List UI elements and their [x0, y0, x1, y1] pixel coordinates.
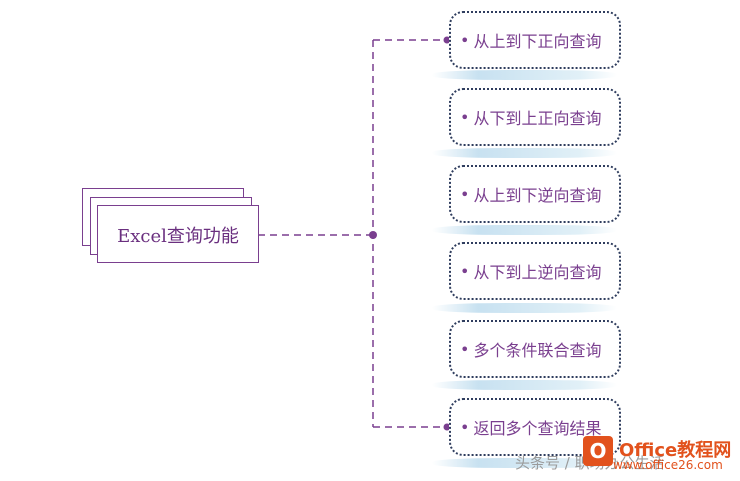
- bullet: •: [460, 417, 470, 437]
- branch-node-label: 从下到上逆向查询: [473, 263, 602, 282]
- branch-end-dot: [443, 423, 451, 431]
- branch-node-multiple-results[interactable]: • 返回多个查询结果: [449, 398, 621, 456]
- node-shadow: [432, 148, 617, 158]
- root-node[interactable]: [97, 205, 259, 263]
- branch-node-multi-condition[interactable]: • 多个条件联合查询: [449, 320, 621, 378]
- branch-node-label: 从下到上正向查询: [473, 109, 602, 128]
- node-shadow: [432, 458, 617, 468]
- junction-dot: [369, 231, 377, 239]
- bullet: •: [460, 261, 470, 281]
- branch-node-bottom-up-reverse[interactable]: • 从下到上逆向查询: [449, 242, 621, 300]
- node-shadow: [432, 380, 617, 390]
- bullet: •: [460, 107, 470, 127]
- node-shadow: [432, 303, 617, 313]
- brand-name: Office教程网: [619, 440, 732, 461]
- branch-node-label: 多个条件联合查询: [473, 341, 602, 360]
- branch-node-label: 返回多个查询结果: [473, 419, 602, 438]
- node-shadow: [432, 70, 617, 80]
- branch-node-label: 从上到下正向查询: [473, 32, 602, 51]
- node-shadow: [432, 225, 617, 235]
- office-logo-icon: O: [583, 436, 613, 466]
- bullet: •: [460, 30, 470, 50]
- brand-logo-block[interactable]: O Office教程网 www.office26.com: [583, 434, 740, 480]
- root-node-label: Excel查询功能: [117, 226, 239, 247]
- branch-end-dot: [443, 36, 451, 44]
- branch-node-label: 从上到下逆向查询: [473, 186, 602, 205]
- branch-node-top-down-reverse[interactable]: • 从上到下逆向查询: [449, 165, 621, 223]
- bullet: •: [460, 184, 470, 204]
- branch-node-top-down-forward[interactable]: • 从上到下正向查询: [449, 11, 621, 69]
- bullet: •: [460, 339, 470, 359]
- branch-node-bottom-up-forward[interactable]: • 从下到上正向查询: [449, 88, 621, 146]
- brand-url: www.office26.com: [613, 458, 723, 472]
